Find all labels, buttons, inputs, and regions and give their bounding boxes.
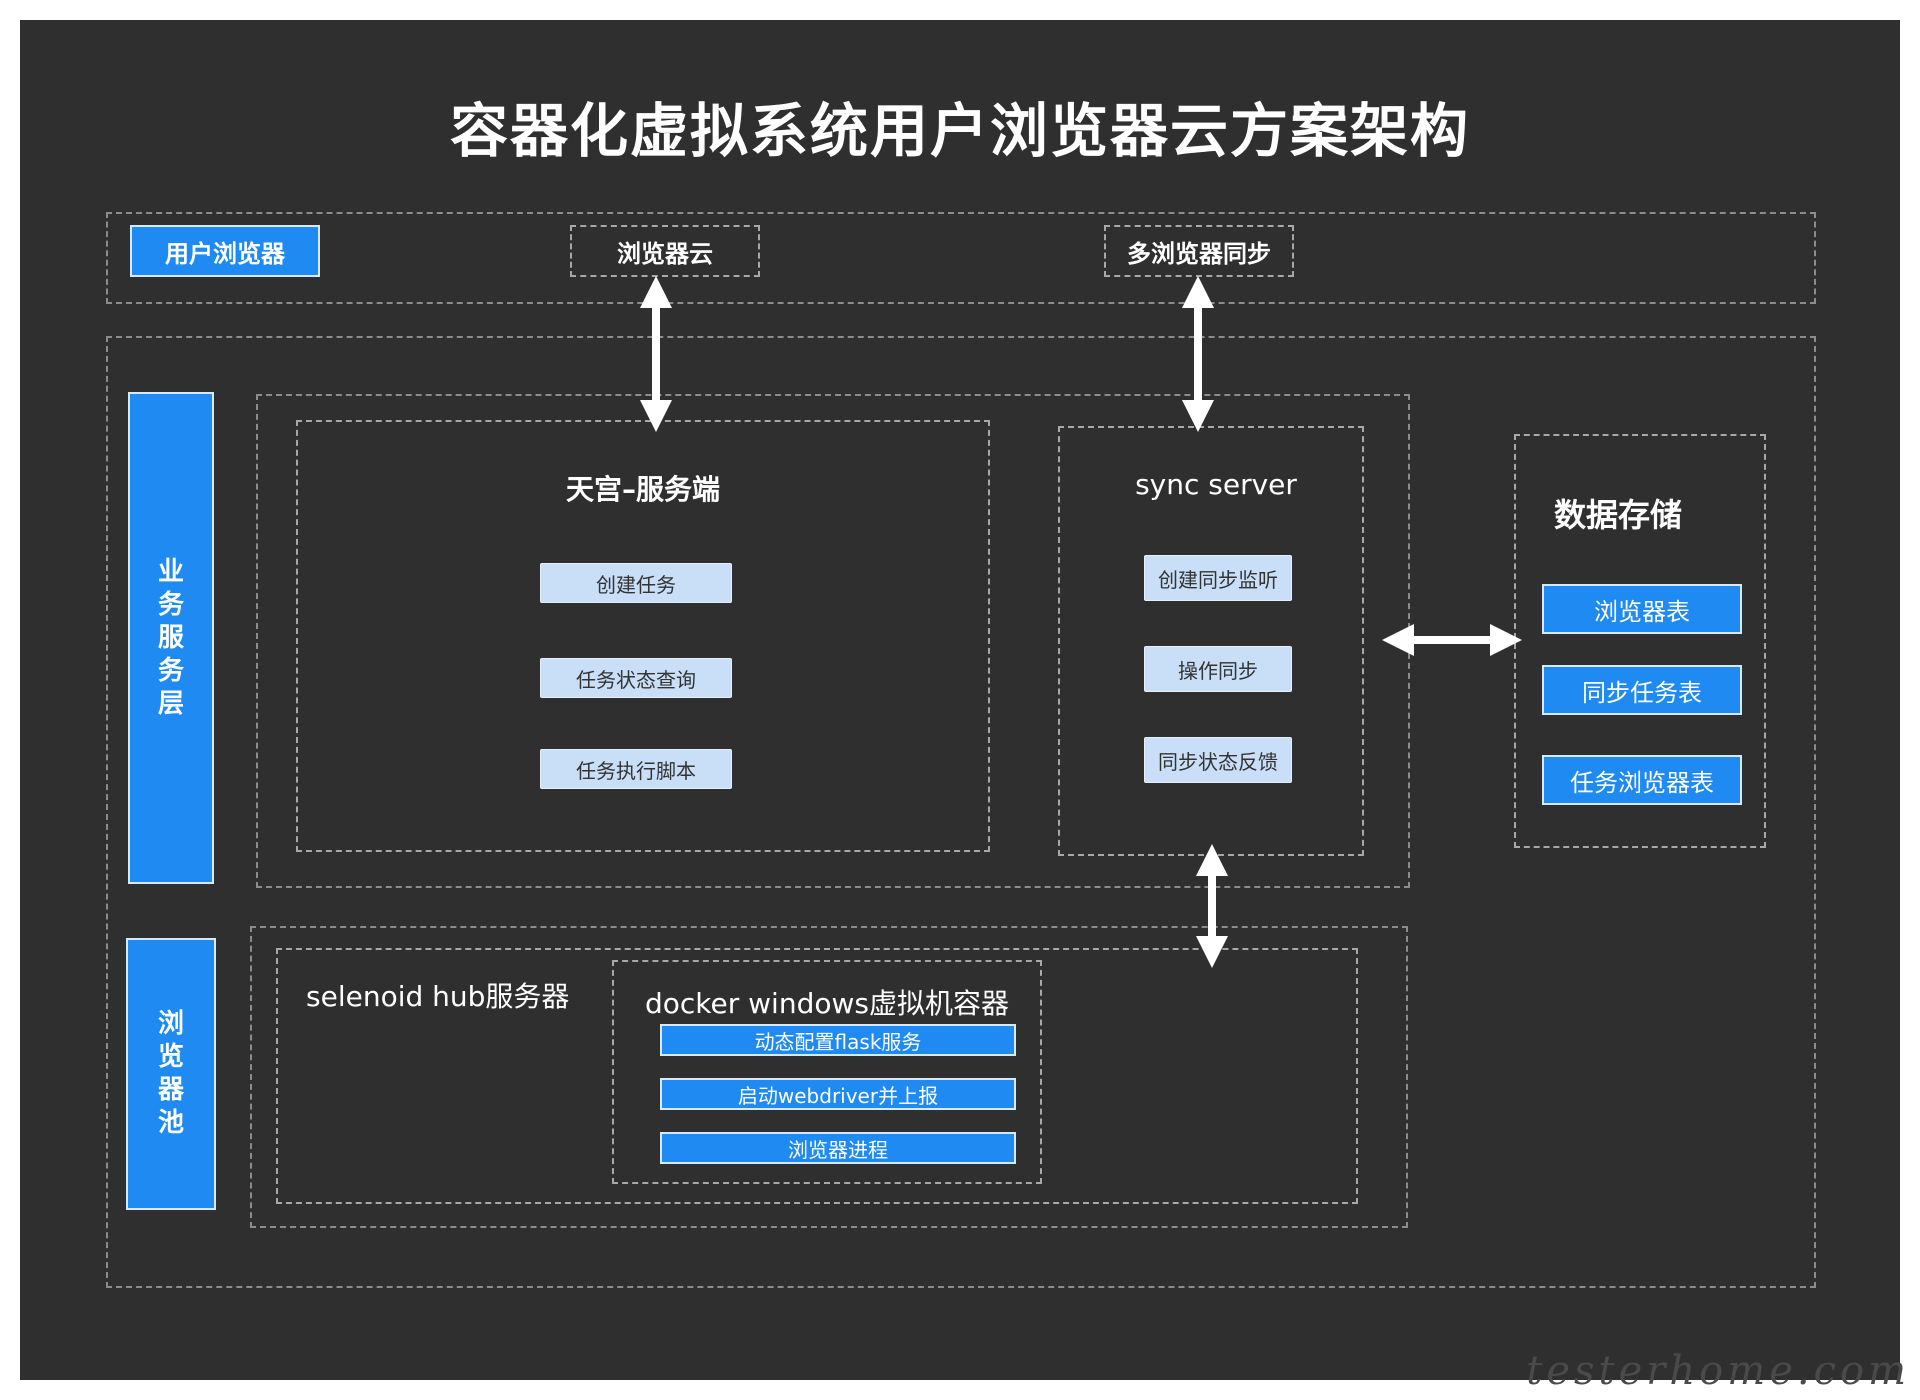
browser-process-item: 浏览器进程 bbox=[660, 1132, 1016, 1164]
task-exec-script-item: 任务执行脚本 bbox=[540, 749, 732, 789]
diagram-canvas: 容器化虚拟系统用户浏览器云方案架构 用户浏览器 浏览器云 多浏览器同步 业务服务… bbox=[20, 20, 1900, 1380]
diagram-title: 容器化虚拟系统用户浏览器云方案架构 bbox=[449, 97, 1470, 165]
business-layer-bar: 业务服务层 bbox=[128, 392, 214, 884]
connector-arrows bbox=[640, 276, 1522, 968]
browser-pool-box bbox=[250, 926, 1408, 1228]
business-layer-label: 业务服务层 bbox=[157, 556, 184, 719]
task-status-query-item: 任务状态查询 bbox=[540, 658, 732, 698]
top-band bbox=[106, 212, 1816, 304]
webdriver-report-item: 启动webdriver并上报 bbox=[660, 1078, 1016, 1110]
sync-task-table-item: 同步任务表 bbox=[1542, 665, 1742, 715]
sync-server-title: sync server bbox=[1135, 468, 1297, 501]
tiangong-title: 天宫–服务端 bbox=[565, 473, 720, 506]
data-storage-title: 数据存储 bbox=[1554, 496, 1683, 534]
browser-pool-label: 浏览器池 bbox=[157, 1009, 184, 1138]
sync-status-feedback-item: 同步状态反馈 bbox=[1144, 737, 1292, 783]
browser-pool-bar: 浏览器池 bbox=[126, 938, 216, 1210]
task-browser-table-item: 任务浏览器表 bbox=[1542, 755, 1742, 805]
flask-service-item: 动态配置flask服务 bbox=[660, 1024, 1016, 1056]
selenoid-hub-title: selenoid hub服务器 bbox=[306, 980, 570, 1013]
create-task-item: 创建任务 bbox=[540, 563, 732, 603]
selenoid-hub-box bbox=[276, 948, 1358, 1204]
create-sync-listener-item: 创建同步监听 bbox=[1144, 555, 1292, 601]
docker-container-title: docker windows虚拟机容器 bbox=[645, 987, 1009, 1020]
docker-container-box bbox=[612, 960, 1042, 1184]
main-container bbox=[106, 336, 1816, 1288]
testerhome-watermark: testerhome.com bbox=[1526, 1348, 1910, 1394]
operation-sync-item: 操作同步 bbox=[1144, 646, 1292, 692]
browser-table-item: 浏览器表 bbox=[1542, 584, 1742, 634]
user-browser-chip: 用户浏览器 bbox=[130, 225, 320, 277]
